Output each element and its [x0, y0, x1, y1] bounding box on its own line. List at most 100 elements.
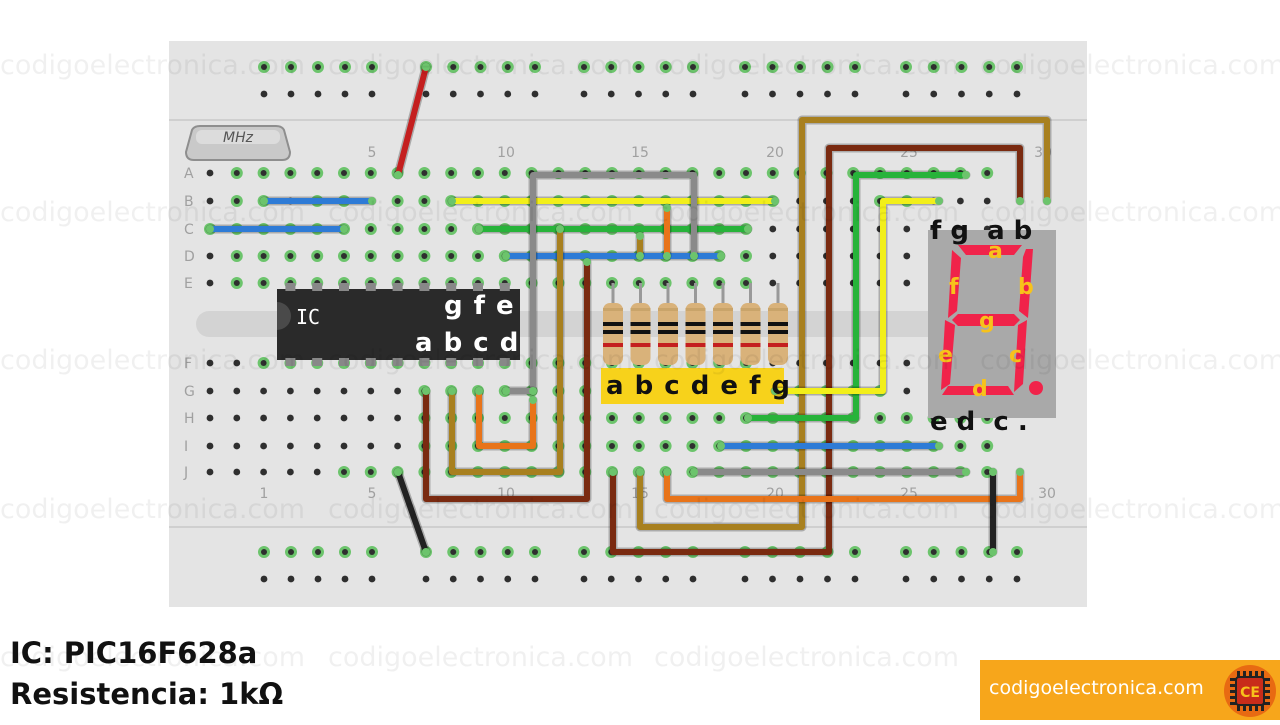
brand-logo-letters: CE [1240, 685, 1260, 701]
resistor-band [630, 322, 651, 326]
row-label-g: G [184, 384, 195, 400]
hole-core [501, 415, 508, 421]
hole-core [743, 280, 749, 286]
rail-hole-core [261, 64, 267, 70]
wire-black-ground-end [394, 468, 402, 476]
resistor-band-gold [768, 308, 788, 311]
rail-hole-core [903, 64, 909, 70]
rail-hole [504, 575, 512, 583]
wire-black-ground-end [422, 548, 430, 556]
row-label-i: I [184, 439, 188, 455]
rail-hole [741, 575, 749, 583]
hole [313, 442, 321, 450]
hole [313, 414, 321, 422]
wire-black-ground [395, 469, 429, 555]
caption-ic: IC: PIC16F628a [10, 636, 258, 670]
brand-banner[interactable]: codigoelectronica.com CE [980, 660, 1280, 720]
hole-core [448, 170, 455, 176]
hole [340, 387, 348, 395]
wire-yellow-b-end [771, 197, 779, 205]
rail-hole [662, 90, 670, 98]
hole [233, 442, 241, 450]
rail-hole-core [662, 64, 669, 70]
rail-hole [580, 90, 588, 98]
wire-blue-e-end [717, 442, 725, 450]
hole-core [689, 280, 696, 286]
wire-orange-short-end [663, 204, 671, 212]
rail-hole-core [930, 549, 937, 555]
hole-core [233, 280, 240, 286]
wire-orange-loop [476, 388, 536, 449]
rail-hole-core [288, 64, 294, 70]
wire-gray-d-end [962, 468, 970, 476]
rail-hole [689, 575, 697, 583]
hole [340, 442, 348, 450]
rail-hole [930, 90, 938, 98]
resistor-band-gold [740, 308, 761, 311]
row-label-h: H [184, 411, 195, 427]
col-label-bottom-1: 1 [260, 486, 269, 502]
hole-core [421, 253, 428, 259]
hole-core [984, 469, 991, 475]
col-label-top-15: 15 [631, 145, 649, 161]
rail-hole [958, 575, 965, 583]
rail-hole [477, 575, 484, 583]
rail-hole-core [477, 64, 484, 70]
col-label-top-10: 10 [497, 145, 515, 161]
rail-hole-core [261, 549, 267, 555]
rail-hole-core [797, 64, 803, 70]
rail-hole [260, 90, 268, 98]
wire-black-common-end [989, 468, 997, 476]
rail-hole [851, 575, 859, 583]
rail-hole [769, 575, 776, 583]
hole [313, 387, 321, 395]
hole [260, 414, 267, 422]
hole-core [367, 469, 374, 475]
wire-olive-loop [449, 226, 563, 475]
row-label-j: J [183, 465, 188, 481]
segment-label-f: f [949, 275, 959, 300]
hole-core [448, 253, 455, 259]
wire-olive-loop-end [448, 387, 456, 395]
jumper-wires [205, 62, 1052, 557]
seven-segment-display [928, 230, 1056, 418]
rail-hole [930, 575, 938, 583]
ic-name-label: IC [296, 305, 320, 329]
resistor-band-gold [603, 308, 623, 311]
wire-olive-b-end [1043, 197, 1051, 205]
wire-orange-short-end [663, 252, 671, 260]
wire-orange-c-end [1016, 468, 1024, 476]
hole [206, 414, 214, 422]
rail-hole [662, 575, 670, 583]
ic-pin-bottom [419, 358, 430, 366]
hole [206, 279, 214, 287]
hole [903, 387, 911, 395]
resistor-band [685, 322, 706, 326]
rail-hole-core [581, 549, 587, 555]
rail-hole-core [450, 64, 457, 70]
hole-core [341, 170, 347, 176]
resistor-labels: a b c d e f g [606, 371, 791, 401]
segment-label-e: e [938, 343, 953, 368]
rail-hole-core [504, 64, 511, 70]
row-label-a: A [184, 166, 194, 182]
ic-bottom-pin-labels: a b c d [415, 328, 519, 358]
row-label-b: B [184, 194, 194, 210]
hole-core [662, 415, 669, 421]
hole [287, 414, 294, 422]
ic-notch [277, 302, 291, 330]
rail-hole [314, 575, 322, 583]
segment-label-c: c [1009, 343, 1022, 368]
rail-hole [477, 90, 484, 98]
hole [260, 468, 267, 476]
hole-core [341, 469, 347, 475]
wire-yellow-f [772, 198, 942, 394]
rail-hole-core [477, 549, 484, 555]
resistor-band [740, 322, 761, 326]
resistor-band [768, 322, 788, 326]
rail-hole [368, 575, 376, 583]
hole-core [743, 170, 749, 176]
resistor-band [685, 343, 706, 347]
